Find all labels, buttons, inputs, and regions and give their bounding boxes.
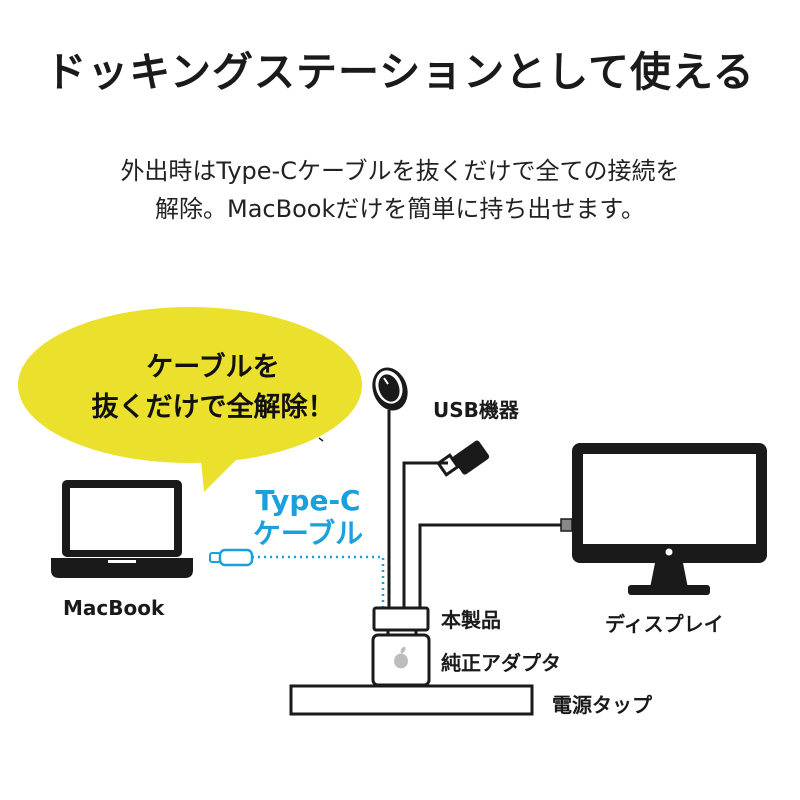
bubble-line-2: 抜くだけで全解除！: [91, 392, 335, 423]
subtitle: 外出時はType-Cケーブルを抜くだけで全ての接続を 解除。MacBookだけを…: [0, 152, 800, 228]
decorative-mark: [318, 437, 324, 442]
speech-bubble-tail: [200, 448, 248, 492]
label-adapter: 純正アダプタ: [441, 651, 561, 675]
speech-bubble-text: ケーブルを 抜くだけで全解除！: [48, 348, 378, 428]
label-usb-devices: USB機器: [433, 398, 519, 422]
bubble-line-1: ケーブルを: [146, 352, 280, 383]
label-type-c-line-1: Type-C: [255, 484, 361, 517]
type-c-plug-icon: [209, 548, 254, 567]
subtitle-line-1: 外出時はType-Cケーブルを抜くだけで全ての接続を: [120, 157, 680, 185]
label-display: ディスプレイ: [605, 612, 724, 636]
power-strip: [289, 684, 534, 716]
speech-bubble-body: [18, 307, 362, 463]
mouse-icon: [372, 367, 408, 411]
monitor-icon: [560, 443, 767, 595]
usb-stick-cable: [402, 461, 448, 608]
label-product: 本製品: [441, 608, 501, 632]
type-c-cable: [252, 555, 385, 608]
apple-logo-icon: [394, 646, 408, 669]
product-dock: [372, 606, 430, 632]
usb-stick-icon: [436, 440, 490, 477]
laptop-icon: [51, 480, 193, 578]
label-macbook: MacBook: [63, 596, 165, 620]
page-title: ドッキングステーションとして使える: [45, 48, 755, 96]
subtitle-line-2: 解除。MacBookだけを簡単に持ち出せます。: [155, 195, 645, 223]
label-power-strip: 電源タップ: [552, 693, 652, 717]
label-type-c-cable: Type-C ケーブル: [238, 484, 378, 550]
label-type-c-line-2: ケーブル: [252, 517, 364, 550]
display-cable: [418, 523, 561, 608]
speech-bubble: [18, 307, 362, 492]
